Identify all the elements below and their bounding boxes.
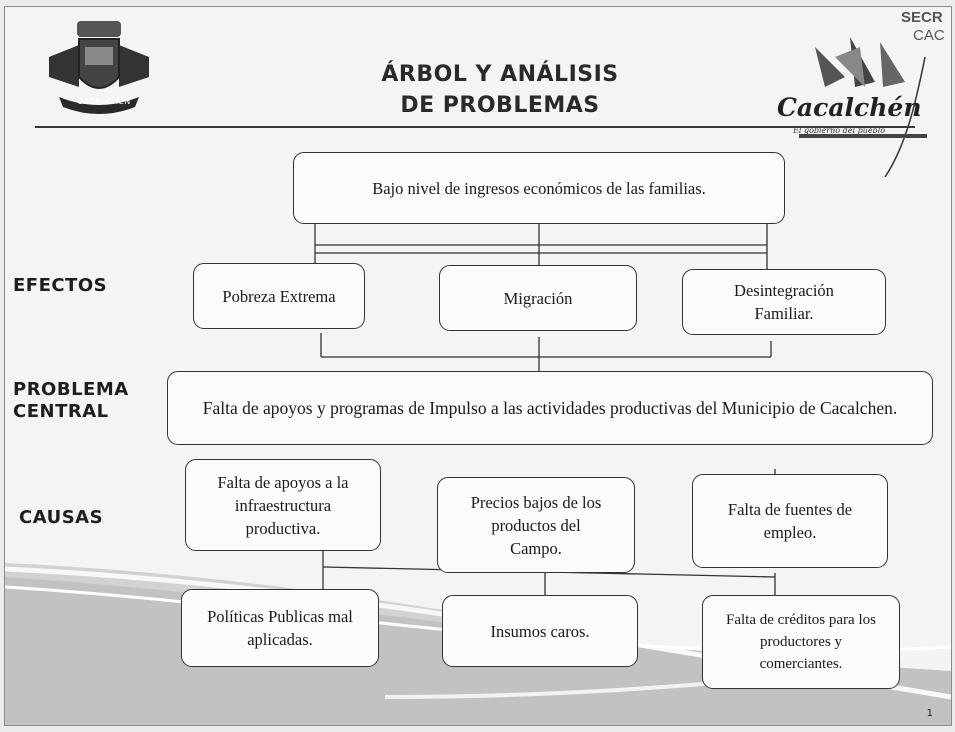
crest-caption: CACALCHEN [77,97,131,106]
logo-name: Cacalchén [777,93,922,122]
label-problema-line-2: CENTRAL [13,401,109,422]
effect-box-desintegracion: Desintegración Familiar. [682,269,886,335]
label-efectos: EFECTOS [13,275,108,296]
slide: CACALCHEN ÁRBOL Y ANÁLISIS DE PROBLEMAS … [4,6,952,726]
root-cause-box-creditos: Falta de créditos para los productores y… [702,595,900,689]
top-effect-box: Bajo nivel de ingresos económicos de las… [293,152,785,224]
root-cause-box-politicas: Políticas Publicas mal aplicadas. [181,589,379,667]
cause-box-precios: Precios bajos de los productos del Campo… [437,477,635,573]
stamp-text-2: CAC [913,27,945,44]
municipal-crest-icon [49,21,149,114]
cacalchen-logo: Cacalchén El gobierno del pueblo [775,27,951,177]
label-problema-central: PROBLEMA CENTRAL [13,379,129,423]
title-line-1: ÁRBOL Y ANÁLISIS [381,62,619,87]
page-title: ÁRBOL Y ANÁLISIS DE PROBLEMAS [305,59,695,121]
effect-box-migracion: Migración [439,265,637,331]
title-line-2: DE PROBLEMAS [400,93,600,118]
cause-box-infraestructura: Falta de apoyos a la infraestructura pro… [185,459,381,551]
stamp-text-1: SECR [901,9,943,26]
label-problema-line-1: PROBLEMA [13,379,129,400]
header-divider [35,126,915,128]
root-cause-box-insumos: Insumos caros. [442,595,638,667]
logo-tagline: El gobierno del pueblo [793,126,886,135]
central-problem-box: Falta de apoyos y programas de Impulso a… [167,371,933,445]
cause-box-empleo: Falta de fuentes de empleo. [692,474,888,568]
logo-art-icon [799,37,927,177]
page-number: 1 [926,708,933,719]
effect-box-pobreza: Pobreza Extrema [193,263,365,329]
label-causas: CAUSAS [19,507,104,528]
